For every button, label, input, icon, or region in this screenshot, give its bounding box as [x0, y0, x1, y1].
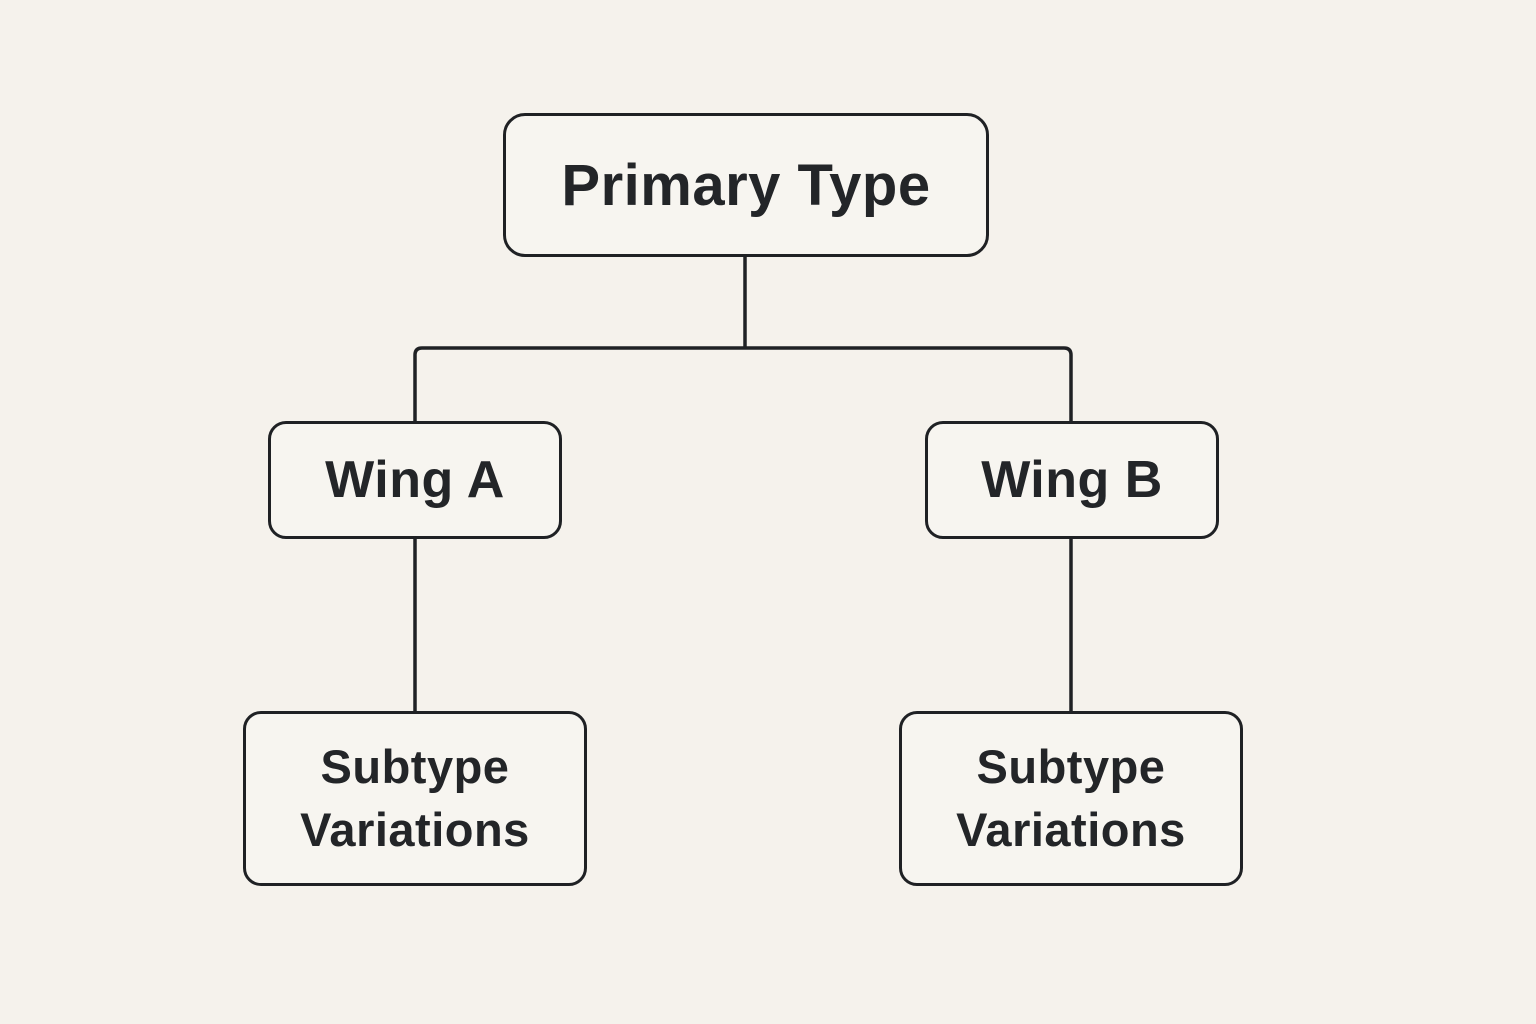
node-wing-b: Wing B	[925, 421, 1219, 539]
node-subtype-variations-b: Subtype Variations	[899, 711, 1243, 886]
node-wing-a-label: Wing A	[325, 451, 505, 509]
node-wing-a: Wing A	[268, 421, 562, 539]
node-subtype-variations-b-label: Subtype Variations	[956, 740, 1186, 856]
node-primary-type-label: Primary Type	[561, 152, 931, 218]
node-primary-type: Primary Type	[503, 113, 989, 257]
node-subtype-variations-a-label: Subtype Variations	[300, 740, 530, 856]
node-wing-b-label: Wing B	[981, 451, 1163, 509]
node-subtype-variations-a: Subtype Variations	[243, 711, 587, 886]
